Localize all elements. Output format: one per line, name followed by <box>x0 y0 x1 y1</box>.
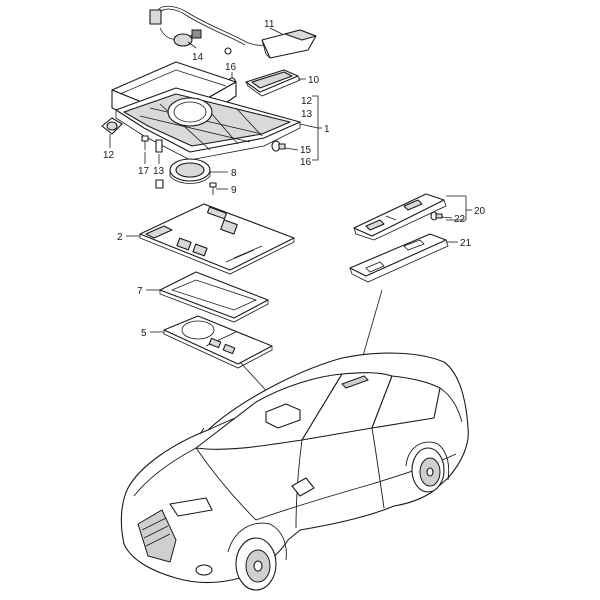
part-20-rear-lamp[interactable] <box>353 193 447 241</box>
part-22-bulb[interactable] <box>430 211 443 221</box>
part-11-wiring-harness[interactable] <box>149 5 317 59</box>
callout-16-top: 16 <box>225 62 237 73</box>
part-7-frame[interactable] <box>159 271 269 323</box>
part-12-knob[interactable] <box>101 117 123 135</box>
callout-8: 8 <box>231 168 237 179</box>
callout-2: 2 <box>117 232 123 243</box>
callout-12-left: 12 <box>103 150 115 161</box>
car-illustration <box>120 352 469 591</box>
part-15-bulb[interactable] <box>271 140 286 152</box>
callout-17: 17 <box>138 166 150 177</box>
part-13-clip[interactable] <box>155 139 163 153</box>
callout-1: 1 <box>324 124 330 135</box>
callout-14: 14 <box>192 52 204 63</box>
callout-leaders <box>109 27 472 333</box>
callout-12-right: 12 <box>301 96 313 107</box>
callout-13-lower: 13 <box>153 166 165 177</box>
part-10-lamp-housing[interactable] <box>245 69 301 97</box>
callout-11: 11 <box>264 19 275 30</box>
part-1-roof-console[interactable] <box>111 61 301 161</box>
callout-21: 21 <box>460 238 472 249</box>
callout-20: 20 <box>474 206 486 217</box>
callout-22: 22 <box>454 214 466 225</box>
part-5-gasket-panel[interactable] <box>163 315 273 369</box>
part-14-connector[interactable] <box>159 27 232 55</box>
callout-7: 7 <box>137 286 143 297</box>
part-9-screw[interactable] <box>209 182 217 195</box>
callout-labels: 11 14 16 10 12 13 1 15 16 12 17 13 8 9 2… <box>103 19 486 339</box>
callout-5: 5 <box>141 328 147 339</box>
callout-13-right: 13 <box>301 109 313 120</box>
part-8-speaker-ring[interactable] <box>155 158 211 189</box>
part-21-lens[interactable] <box>349 233 449 283</box>
part-2-headliner-panel[interactable] <box>139 203 295 275</box>
part-17-screw[interactable] <box>141 135 149 150</box>
callout-10: 10 <box>308 75 320 86</box>
callout-15: 15 <box>300 145 312 156</box>
callout-16-right: 16 <box>300 157 312 168</box>
callout-9: 9 <box>231 185 237 196</box>
